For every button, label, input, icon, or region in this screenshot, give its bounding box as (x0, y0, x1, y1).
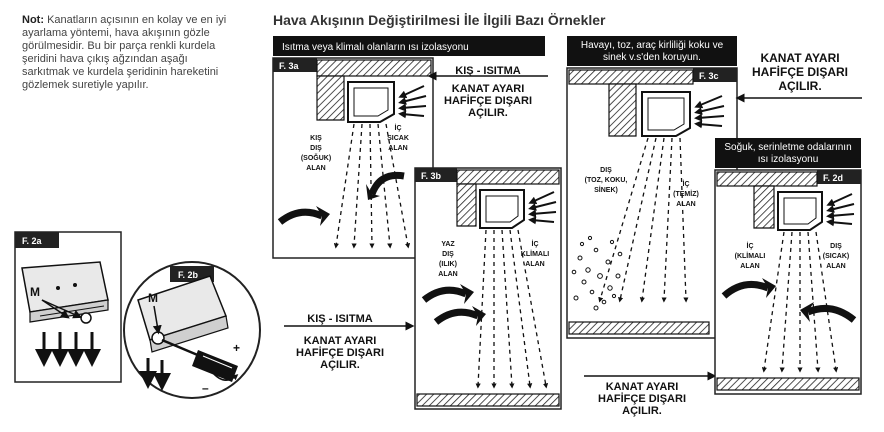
group3-banner-line1: Soğuk, serinletme odalarının (724, 142, 851, 153)
svg-text:HAFİFÇE DIŞARI: HAFİFÇE DIŞARI (444, 94, 532, 107)
figure-2b-tag: F. 2b (178, 270, 199, 280)
figure-2d-left-arrow (721, 280, 770, 299)
group1-banner (273, 36, 545, 56)
svg-text:HAFİFÇE DIŞARI: HAFİFÇE DIŞARI (752, 64, 848, 79)
figure-2d-tag: F. 2d (823, 173, 843, 183)
svg-text:ALAN: ALAN (676, 201, 695, 208)
svg-text:KLİMALI: KLİMALI (521, 250, 549, 258)
svg-text:DIŞ: DIŞ (830, 243, 842, 250)
group2: Havayı, toz, araç kirliliği koku ve sine… (566, 36, 862, 417)
page-title: Hava Akışının Değiştirilmesi İle İlgili … (273, 12, 606, 28)
figure-3b-intake-arrows (528, 191, 557, 225)
figure-3b-inner-label: İÇ KLİMALI ALAN (521, 240, 549, 268)
svg-text:ALAN: ALAN (306, 165, 325, 172)
svg-text:KANAT AYARI: KANAT AYARI (452, 83, 525, 95)
figure-3c-flow-lines (598, 137, 689, 303)
group2-banner (567, 36, 737, 66)
group2-banner-line1: Havayı, toz, araç kirliliği koku ve (581, 40, 724, 51)
svg-text:SİNEK): SİNEK) (594, 186, 618, 194)
svg-text:AÇILIR.: AÇILIR. (468, 107, 508, 119)
figure-3c-inner-label: İÇ (TEMİZ) ALAN (673, 180, 699, 208)
svg-text:İÇ: İÇ (747, 242, 754, 250)
group2-instruction-bottom: KANAT AYARI HAFİFÇE DIŞARI AÇILIR. (598, 381, 686, 417)
plus-sign: + (233, 341, 240, 355)
figure-2b-down-arrows (139, 358, 171, 391)
svg-text:İÇ: İÇ (395, 124, 402, 132)
note-text: Kanatların açısının en kolay ve en iyi a… (22, 14, 227, 91)
figure-2a-down-arrows (35, 332, 101, 367)
group1-season-top: KIŞ - ISITMA (455, 65, 520, 77)
figure-2d-inner-label: İÇ (KLİMALI ALAN (735, 242, 766, 270)
svg-text:ALAN: ALAN (740, 263, 759, 270)
figure-3a-intake-arrows (398, 85, 427, 119)
figure-2d-outer-label: DIŞ (SICAK) ALAN (823, 243, 849, 270)
figure-3b-inner-arrow (433, 308, 480, 325)
figure-2b-m-label: M (148, 291, 158, 305)
svg-text:KANAT AYARI: KANAT AYARI (304, 335, 377, 347)
svg-text:DIŞ: DIŞ (442, 251, 454, 258)
svg-text:(SOĞUK): (SOĞUK) (301, 153, 331, 162)
group3: Soğuk, serinletme odalarının ısı izolasy… (714, 138, 862, 395)
figure-2a-tag: F. 2a (22, 236, 43, 246)
group1: Isıtma veya klimalı olanların ısı izolas… (272, 36, 562, 410)
figure-2a: F. 2a M (14, 231, 122, 383)
group1-instruction-top: KANAT AYARI HAFİFÇE DIŞARI AÇILIR. (444, 83, 532, 119)
svg-text:ALAN: ALAN (826, 263, 845, 270)
svg-text:(ILIK): (ILIK) (439, 261, 457, 268)
screwdriver-icon (161, 338, 238, 382)
svg-text:ALAN: ALAN (438, 271, 457, 278)
figure-2d-intake-arrows (826, 193, 855, 227)
dust-particles-icon (571, 235, 623, 311)
svg-text:AÇILIR.: AÇILIR. (778, 79, 821, 93)
group3-banner (715, 138, 861, 168)
svg-text:KANAT AYARI: KANAT AYARI (606, 381, 679, 393)
svg-text:İÇ: İÇ (532, 240, 539, 248)
figure-3c-intake-arrows (694, 95, 725, 129)
svg-text:(TEMİZ): (TEMİZ) (673, 190, 699, 198)
figure-2d-right-arrow (806, 304, 857, 323)
figure-3b-outer-arrow (421, 286, 468, 303)
figure-3c-outer-label: DIŞ (TOZ, KOKU, SİNEK) (585, 167, 628, 194)
group1-banner-text: Isıtma veya klimalı olanların ısı izolas… (282, 42, 469, 53)
figure-3b-tag: F. 3b (421, 171, 442, 181)
svg-text:HAFİFÇE DIŞARI: HAFİFÇE DIŞARI (598, 392, 686, 405)
svg-text:KIŞ: KIŞ (310, 135, 322, 142)
figure-3a-outer-label: KIŞ DIŞ (SOĞUK) ALAN (301, 135, 331, 172)
group1-instruction-bottom: KANAT AYARI HAFİFÇE DIŞARI AÇILIR. (296, 335, 384, 371)
svg-text:(KLİMALI: (KLİMALI (735, 252, 766, 260)
svg-text:SICAK: SICAK (387, 135, 409, 142)
figure-3b-outer-label: YAZ DIŞ (ILIK) ALAN (438, 241, 457, 278)
svg-text:ALAN: ALAN (388, 145, 407, 152)
figure-3a-warm-arrow (368, 171, 405, 196)
group1-season-bottom: KIŞ - ISITMA (307, 313, 372, 325)
figure-3a-inner-label: İÇ SICAK ALAN (387, 124, 409, 152)
svg-text:KANAT AYARI: KANAT AYARI (760, 51, 839, 65)
figure-3a-tag: F. 3a (279, 61, 300, 71)
group2-banner-line2: sinek v.s'den koruyun. (603, 52, 701, 63)
figure-3b-flow-lines (475, 229, 549, 389)
figure-3c-tag: F. 3c (699, 71, 719, 81)
svg-text:(TOZ, KOKU,: (TOZ, KOKU, (585, 177, 628, 184)
svg-text:YAZ: YAZ (441, 241, 455, 248)
svg-text:DIŞ: DIŞ (600, 167, 612, 174)
figure-2b: F. 2b M + – (123, 261, 261, 399)
svg-text:(SICAK): (SICAK) (823, 253, 849, 260)
group3-banner-line2: ısı izolasyonu (758, 154, 819, 165)
note-paragraph: Not: Kanatların açısının en kolay ve en … (22, 14, 227, 92)
minus-sign: – (202, 381, 209, 395)
svg-text:HAFİFÇE DIŞARI: HAFİFÇE DIŞARI (296, 346, 384, 359)
figure-2d-flow-lines (761, 231, 839, 373)
figure-2a-m-label: M (30, 285, 40, 299)
group2-instruction-right: KANAT AYARI HAFİFÇE DIŞARI AÇILIR. (752, 51, 848, 93)
svg-text:İÇ: İÇ (683, 180, 690, 188)
svg-text:AÇILIR.: AÇILIR. (320, 359, 360, 371)
svg-text:ALAN: ALAN (525, 261, 544, 268)
note-lead: Not: (22, 14, 44, 26)
svg-text:DIŞ: DIŞ (310, 145, 322, 152)
figure-3a-cold-arrow (277, 208, 324, 225)
svg-text:AÇILIR.: AÇILIR. (622, 405, 662, 417)
